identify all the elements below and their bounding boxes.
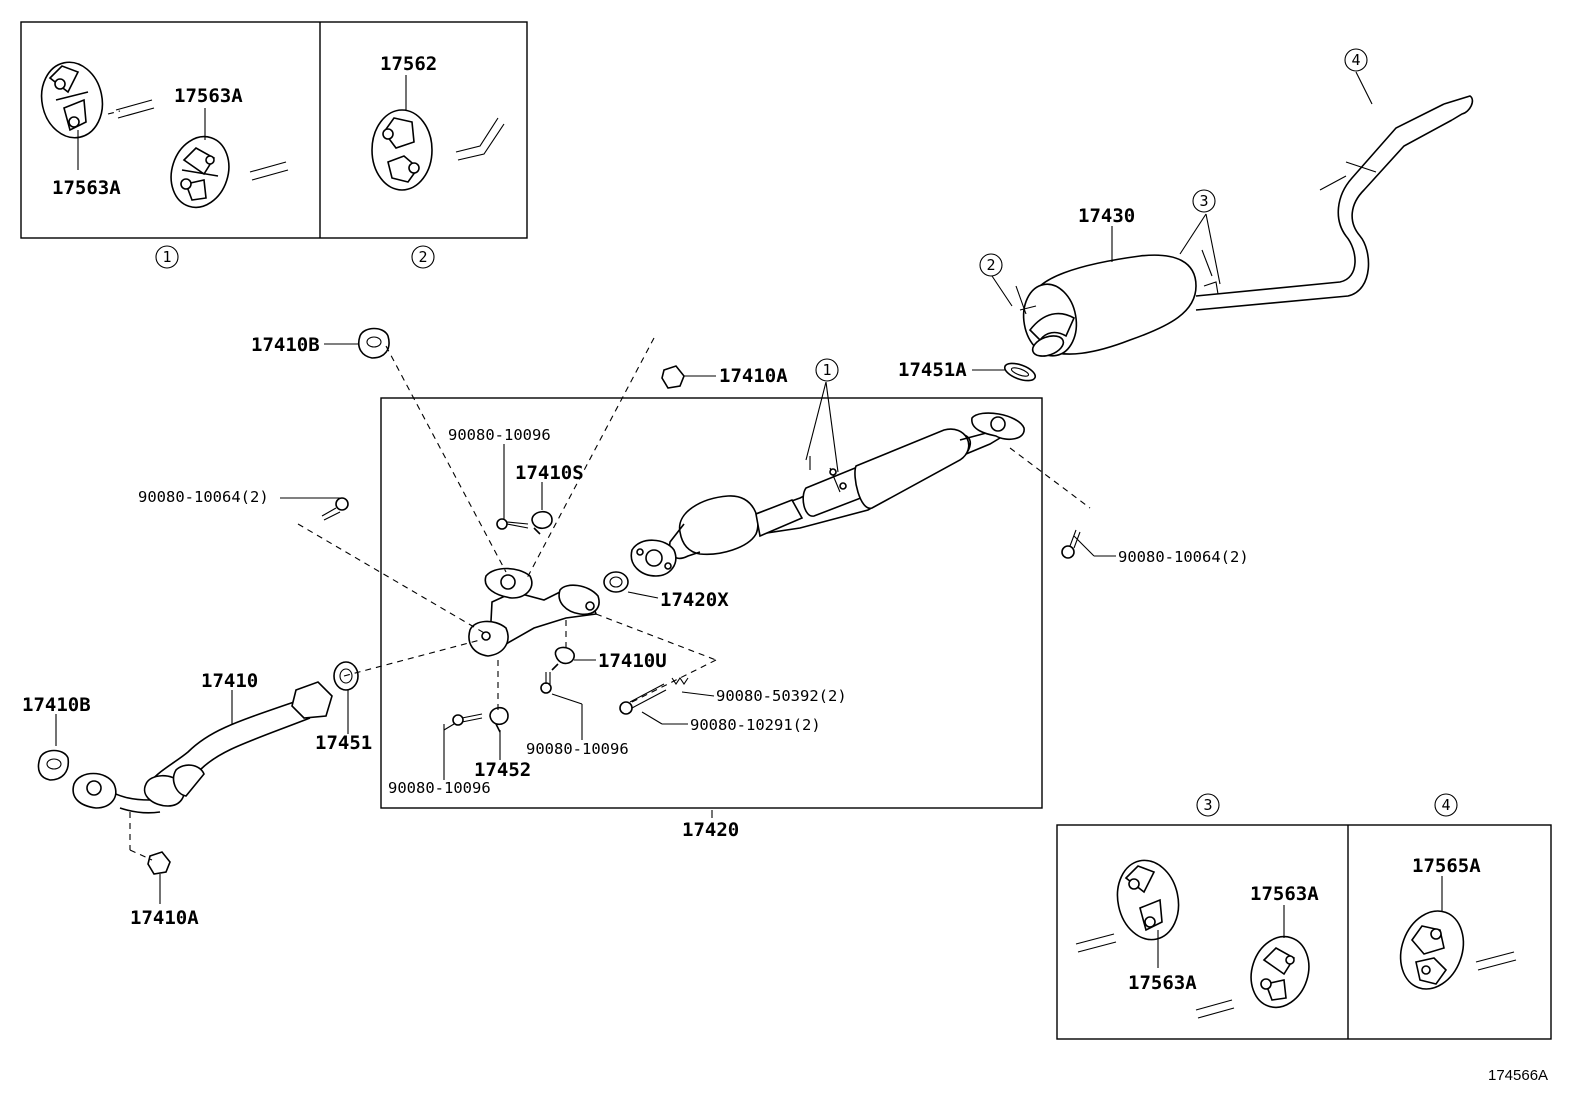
svg-text:1: 1 bbox=[162, 248, 171, 266]
center-pipe-17420 bbox=[749, 412, 1025, 535]
gasket-17410B-left bbox=[37, 749, 70, 781]
label-17451: 17451 bbox=[315, 732, 372, 754]
catalytic-converter bbox=[630, 495, 804, 577]
callout-1-box: 1 bbox=[155, 245, 179, 269]
inset-box-3-4 bbox=[1056, 824, 1552, 1040]
bolt-90080-10096-top bbox=[496, 518, 529, 530]
label-90080-10291: 90080-10291(2) bbox=[690, 716, 821, 734]
callout-2-main: 2 bbox=[979, 253, 1003, 277]
label-17563A-inset1-top: 17563A bbox=[174, 85, 243, 107]
leaders-inset1 bbox=[77, 108, 206, 170]
callout-3-main: 3 bbox=[1192, 189, 1216, 213]
callout-3-box: 3 bbox=[1196, 793, 1220, 817]
label-17563A-inset3-left: 17563A bbox=[1128, 972, 1197, 994]
hanger-pin-inset1-right bbox=[249, 161, 289, 181]
label-17563A-inset3-right: 17563A bbox=[1250, 883, 1319, 905]
label-17430: 17430 bbox=[1078, 205, 1135, 227]
clamp-17452 bbox=[489, 706, 509, 733]
clamp-17410U bbox=[551, 646, 575, 671]
hanger-pin-muffler-left bbox=[1015, 285, 1037, 315]
svg-text:3: 3 bbox=[1203, 796, 1212, 814]
label-17410U: 17410U bbox=[598, 650, 667, 672]
dashed-assembly-lines bbox=[129, 337, 1091, 861]
muffler-17430 bbox=[1022, 249, 1219, 357]
label-90080-10096-bot: 90080-10096 bbox=[388, 779, 491, 797]
gasket-17451A bbox=[1003, 362, 1037, 382]
label-17565A: 17565A bbox=[1412, 855, 1481, 877]
label-17410A-bottom: 17410A bbox=[130, 907, 199, 929]
hanger-17563A-inset1-right bbox=[170, 135, 230, 209]
front-pipe-17410 bbox=[72, 681, 333, 814]
inset-box-1-2 bbox=[20, 21, 528, 239]
tail-pipe bbox=[1195, 95, 1474, 311]
label-17410B-left: 17410B bbox=[22, 694, 91, 716]
nut-17410A-top bbox=[661, 365, 685, 389]
spring-90080-50392 bbox=[671, 677, 689, 685]
hanger-pin-inset3-right bbox=[1195, 999, 1235, 1019]
hanger-17562-inset2 bbox=[371, 75, 433, 191]
clamp-17410S bbox=[531, 510, 553, 535]
nut-17410A-bottom bbox=[147, 851, 171, 875]
callout-4-main: 4 bbox=[1344, 48, 1368, 72]
bolt-90080-10064-right bbox=[1061, 529, 1081, 559]
label-90080-10096-mid: 90080-10096 bbox=[526, 740, 629, 758]
label-17420X: 17420X bbox=[660, 589, 729, 611]
hanger-17563A-inset3-right bbox=[1250, 905, 1310, 1009]
gasket-17420X bbox=[603, 571, 629, 593]
svg-text:1: 1 bbox=[822, 361, 831, 379]
label-17451A: 17451A bbox=[898, 359, 967, 381]
label-90080-10096-top: 90080-10096 bbox=[448, 426, 551, 444]
bolt-90080-10291 bbox=[619, 683, 667, 715]
label-17563A-inset1-left: 17563A bbox=[52, 177, 121, 199]
diagram-reference-id: 174566A bbox=[1488, 1067, 1548, 1084]
hanger-17565A-inset4 bbox=[1399, 876, 1465, 990]
label-90080-10064-left: 90080-10064(2) bbox=[138, 488, 269, 506]
label-17420: 17420 bbox=[682, 819, 739, 841]
callout-2-box: 2 bbox=[411, 245, 435, 269]
callout-1-main: 1 bbox=[815, 358, 839, 382]
leader-lines bbox=[55, 71, 1373, 904]
svg-text:3: 3 bbox=[1199, 192, 1208, 210]
svg-text:2: 2 bbox=[418, 248, 427, 266]
hanger-17563A-inset1-left bbox=[40, 61, 104, 139]
bolt-90080-10096-mid bbox=[540, 672, 552, 694]
front-pipe-branch bbox=[468, 567, 600, 657]
bolt-90080-10064-left bbox=[321, 497, 349, 521]
svg-text:4: 4 bbox=[1351, 51, 1360, 69]
svg-text:2: 2 bbox=[986, 256, 995, 274]
hanger-17563A-inset3-left bbox=[1116, 859, 1180, 968]
bolt-90080-10096-bot bbox=[452, 713, 483, 726]
label-17410: 17410 bbox=[201, 670, 258, 692]
hanger-pin-inset2 bbox=[455, 117, 505, 161]
label-90080-50392: 90080-50392(2) bbox=[716, 687, 847, 705]
label-90080-10064-right: 90080-10064(2) bbox=[1118, 548, 1249, 566]
label-17410A-top: 17410A bbox=[719, 365, 788, 387]
label-17562: 17562 bbox=[380, 53, 437, 75]
svg-text:4: 4 bbox=[1441, 796, 1450, 814]
label-17452: 17452 bbox=[474, 759, 531, 781]
label-17410B-top: 17410B bbox=[251, 334, 320, 356]
gasket-17410B-top bbox=[357, 327, 390, 359]
label-17410S: 17410S bbox=[515, 462, 584, 484]
hanger-pin-inset1-left bbox=[107, 99, 155, 119]
hanger-pin-inset4 bbox=[1475, 951, 1517, 971]
hanger-pin-inset3-left bbox=[1075, 933, 1117, 953]
assembly-box-17420 bbox=[380, 397, 1043, 809]
callout-4-box: 4 bbox=[1434, 793, 1458, 817]
